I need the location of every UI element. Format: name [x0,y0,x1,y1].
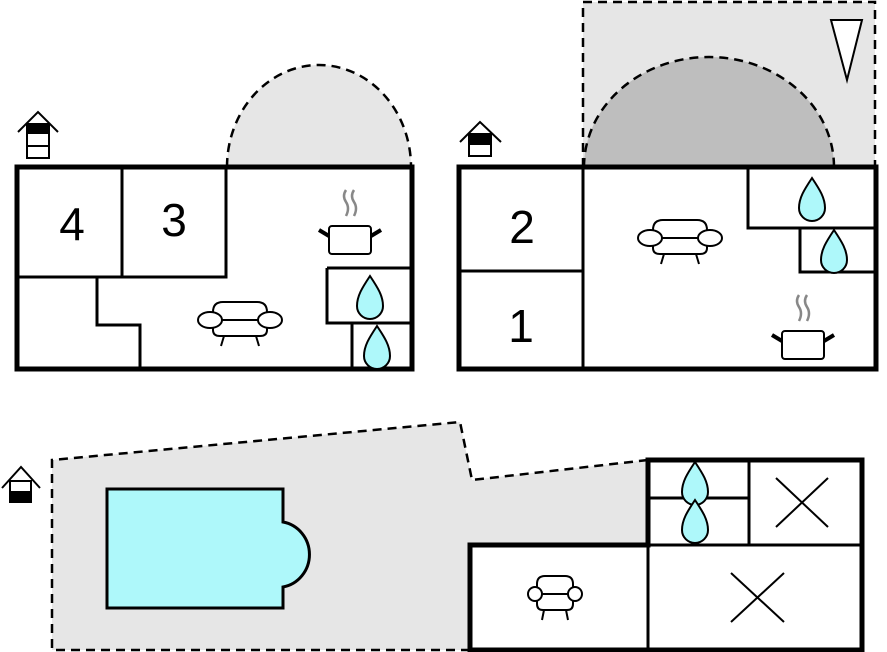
bed-x-icon [775,477,829,528]
terrace-outline [225,63,413,168]
kitchen-pot-icon [770,293,836,361]
terrace-area [227,65,411,167]
building-left: 4 3 [14,63,415,372]
north-arrow-icon [829,19,864,84]
room-3-label: 3 [161,194,187,246]
covered-terrace-outline [582,55,836,168]
armchair-icon [527,575,583,621]
house-floor-icon [459,120,502,157]
water-drop-icon [681,499,709,544]
room-2-label: 2 [509,201,535,253]
building-right: 2 1 [456,0,879,372]
house-floor-icon [17,110,59,159]
covered-terrace [584,57,834,167]
house-floor-icon [1,465,41,503]
building-outline [456,164,879,372]
water-drop-icon [820,229,848,274]
interior-walls [459,167,874,369]
room-4-label: 4 [59,198,85,250]
building-bottom [1,420,865,652]
interior-walls [646,460,862,650]
room-1-label: 1 [508,300,534,352]
interior-walls [17,167,412,369]
sofa-icon [197,301,283,347]
water-drop-icon [356,275,384,320]
swimming-pool [105,487,311,610]
water-drop-icon [363,325,391,370]
sofa-icon [637,219,723,265]
water-drop-icon [798,177,826,222]
bed-x-icon [730,572,785,623]
terrace-outline [50,420,649,652]
kitchen-pot-icon [317,188,383,256]
terrace-outline [581,0,877,167]
